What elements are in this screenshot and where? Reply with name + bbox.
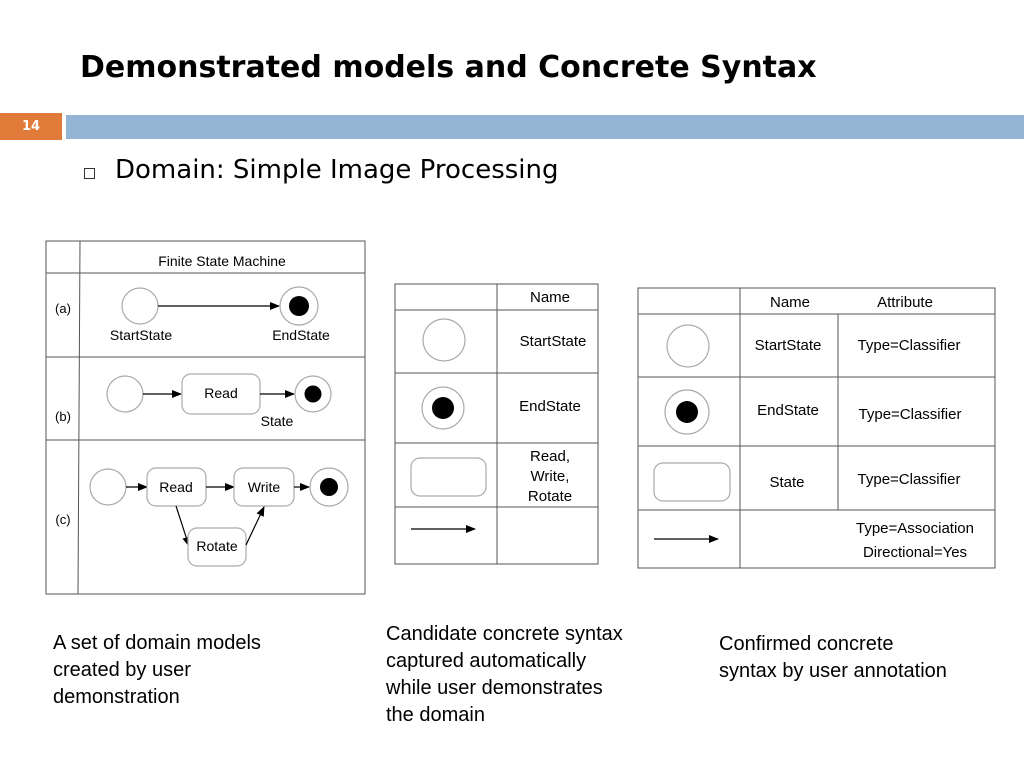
- candidate-syntax-table: [394, 283, 599, 565]
- confirmed-syntax-table: [637, 287, 996, 569]
- start-state-label: StartState: [110, 327, 172, 343]
- confirmed-row-attribute: Type=Classifier: [859, 406, 962, 423]
- end-state-dot: [289, 296, 309, 316]
- read-node-label: Read: [159, 479, 192, 495]
- domain-models-panel: [45, 240, 366, 595]
- fsm-header: Finite State Machine: [158, 253, 286, 269]
- slide-title: Demonstrated models and Concrete Syntax: [80, 50, 817, 85]
- confirmed-row-name: StartState: [755, 337, 822, 354]
- start-state-node: [666, 324, 710, 368]
- bullet-text: Domain: Simple Image Processing: [115, 155, 559, 185]
- caption-domain-models: A set of domain models created by user d…: [53, 632, 261, 708]
- caption-candidate-syntax: Candidate concrete syntax captured autom…: [386, 623, 623, 726]
- candidate-row-name: EndState: [519, 398, 581, 415]
- confirmed-row-name: EndState: [757, 402, 819, 419]
- caption-confirmed-syntax: Confirmed concrete syntax by user annota…: [719, 633, 947, 682]
- start-state-node: [89, 468, 127, 506]
- start-state-node: [422, 318, 466, 362]
- start-state-node: [106, 375, 144, 413]
- slide-number: 14: [0, 113, 62, 140]
- state-label: State: [261, 413, 294, 429]
- write-node-label: Write: [248, 479, 281, 495]
- confirmed-row-name: State: [769, 474, 804, 491]
- rotate-node-label: Rotate: [196, 538, 237, 554]
- confirmed-row-attribute: Type=Classifier: [858, 337, 961, 354]
- end-state-dot: [320, 478, 338, 496]
- state-shape: [410, 457, 487, 497]
- end-state-dot: [676, 401, 698, 423]
- start-state-node: [121, 287, 159, 325]
- row-c-label: (c): [55, 512, 70, 527]
- row-b-label: (b): [55, 409, 71, 424]
- bullet-square-icon: [84, 168, 95, 179]
- rotate-state-node: [187, 527, 247, 567]
- end-state-dot: [432, 397, 454, 419]
- row-a-label: (a): [55, 301, 71, 316]
- candidate-row-name: Read,Write,Rotate: [528, 448, 572, 505]
- end-state-dot: [304, 385, 322, 403]
- candidate-row-name: StartState: [520, 333, 587, 350]
- confirmed-row-attribute: Type=Classifier: [858, 471, 961, 488]
- read-node-label: Read: [204, 385, 237, 401]
- transition-arrow: [245, 506, 265, 546]
- candidate-name-header: Name: [530, 289, 570, 306]
- transition-arrow: [175, 505, 191, 547]
- confirmed-attribute-header: Attribute: [877, 294, 933, 311]
- confirmed-name-header: Name: [770, 294, 810, 311]
- end-state-label: EndState: [272, 327, 330, 343]
- state-shape: [653, 462, 731, 502]
- title-divider-bar: [66, 115, 1024, 139]
